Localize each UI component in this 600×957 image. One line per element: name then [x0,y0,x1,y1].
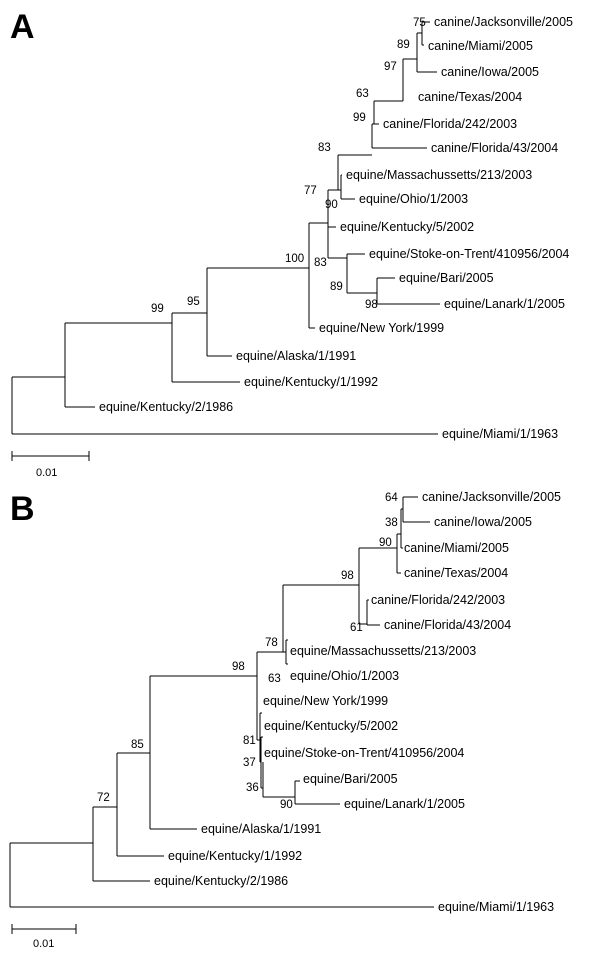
support-value: 75 [413,17,426,29]
support-value: 61 [350,622,363,634]
support-value: 98 [232,661,245,673]
leaf-label: canine/Texas/2004 [418,90,522,104]
panel-b-letter: B [10,490,35,528]
panel-b-leaf-labels: canine/Jacksonville/2005 canine/Iowa/200… [154,490,561,914]
support-value: 89 [330,281,343,293]
leaf-label: canine/Jacksonville/2005 [434,15,573,29]
support-value: 100 [285,253,304,265]
panel-a-letter: A [10,8,35,46]
leaf-label: canine/Jacksonville/2005 [422,490,561,504]
leaf-label: equine/Ohio/1/2003 [359,192,468,206]
leaf-label: equine/Miami/1/1963 [442,427,558,441]
support-value: 38 [385,517,398,529]
support-value: 90 [325,199,338,211]
support-value: 83 [318,142,331,154]
support-value: 72 [97,792,110,804]
panel-a-branches [11,21,440,435]
leaf-label: canine/Florida/43/2004 [384,618,511,632]
panel-a: A [10,8,573,479]
leaf-label: equine/Bari/2005 [399,271,494,285]
support-value: 98 [341,570,354,582]
support-value: 64 [385,492,398,504]
leaf-label: equine/Alaska/1/1991 [236,349,356,363]
support-value: 78 [265,637,278,649]
leaf-label: equine/Kentucky/1/1992 [244,375,378,389]
scale-bar [11,924,77,934]
leaf-label: equine/Stoke-on-Trent/410956/2004 [264,746,464,760]
support-value: 90 [280,799,293,811]
support-value: 63 [268,673,281,685]
panel-a-support-values: 75 89 97 63 99 83 77 90 100 83 89 98 95 … [151,17,426,315]
leaf-label: canine/Iowa/2005 [434,515,532,529]
panel-b: B [9,490,561,950]
leaf-label: canine/Iowa/2005 [441,65,539,79]
leaf-label: equine/Kentucky/5/2002 [340,220,474,234]
leaf-label: equine/Lanark/1/2005 [344,797,465,811]
support-value: 77 [304,185,317,197]
support-value: 99 [353,112,366,124]
panel-b-support-values: 64 38 90 98 61 78 63 98 81 37 36 90 85 7… [97,492,398,811]
leaf-label: equine/Bari/2005 [303,772,398,786]
support-value: 85 [131,739,144,751]
leaf-label: equine/New York/1999 [263,694,388,708]
leaf-label: canine/Miami/2005 [404,541,509,555]
support-value: 36 [246,782,259,794]
panel-b-branches [9,496,434,908]
leaf-label: equine/Massachussetts/213/2003 [346,168,532,182]
panel-a-leaf-labels: canine/Jacksonville/2005 canine/Miami/20… [99,15,573,441]
leaf-label: canine/Florida/242/2003 [383,117,517,131]
support-value: 98 [365,299,378,311]
leaf-label: equine/Massachussetts/213/2003 [290,644,476,658]
panel-a-scale-bar: 0.01 [11,451,90,479]
leaf-label: equine/New York/1999 [319,321,444,335]
leaf-label: equine/Kentucky/5/2002 [264,719,398,733]
support-value: 81 [243,735,256,747]
panel-b-scale-bar: 0.01 [11,924,77,950]
leaf-label: equine/Alaska/1/1991 [201,822,321,836]
support-value: 95 [187,296,200,308]
support-value: 37 [243,757,256,769]
support-value: 99 [151,303,164,315]
scale-bar-label: 0.01 [36,467,57,479]
scale-bar-label: 0.01 [33,938,54,950]
leaf-label: canine/Texas/2004 [404,566,508,580]
scale-bar [11,451,90,461]
leaf-label: equine/Stoke-on-Trent/410956/2004 [369,247,569,261]
leaf-label: equine/Ohio/1/2003 [290,669,399,683]
leaf-label: equine/Lanark/1/2005 [444,297,565,311]
support-value: 63 [356,88,369,100]
leaf-label: canine/Florida/43/2004 [431,141,558,155]
support-value: 90 [379,537,392,549]
leaf-label: equine/Kentucky/1/1992 [168,849,302,863]
support-value: 83 [314,257,327,269]
leaf-label: equine/Kentucky/2/1986 [99,400,233,414]
support-value: 89 [397,39,410,51]
leaf-label: canine/Florida/242/2003 [371,593,505,607]
leaf-label: equine/Miami/1/1963 [438,900,554,914]
leaf-label: equine/Kentucky/2/1986 [154,874,288,888]
support-value: 97 [384,61,397,73]
leaf-label: canine/Miami/2005 [428,39,533,53]
